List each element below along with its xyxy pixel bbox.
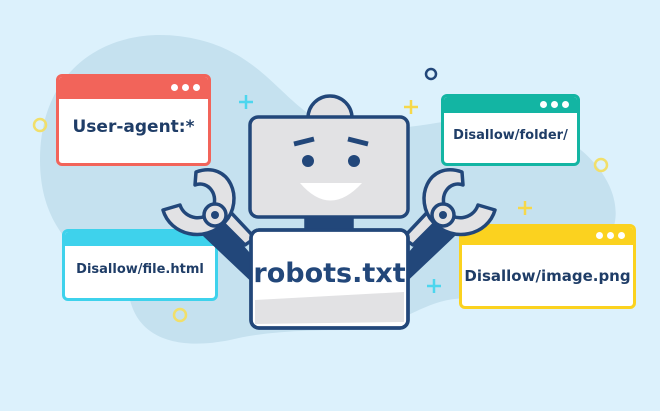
robot-face [293,136,369,201]
plus-icon [518,201,532,215]
card-titlebar [462,227,633,245]
card-text: Disallow/image.png [464,267,631,285]
card-titlebar [65,232,215,246]
circle-icon [593,157,609,173]
card-text: Disallow/file.html [76,262,204,277]
card-titlebar [444,97,577,113]
right-claw [422,168,497,237]
card-image: Disallow/image.png [459,224,636,309]
plus-icon [427,279,441,293]
left-claw [161,168,236,237]
plus-icon [239,95,253,109]
window-dots-icon [540,101,569,108]
card-text: Disallow/folder/ [453,128,568,143]
robot-antenna [306,94,354,120]
card-file: Disallow/file.html [62,229,218,301]
card-folder: Disallow/folder/ [441,94,580,166]
plus-icon [404,100,418,114]
robot-label: robots.txt [253,258,406,289]
robot-head [248,115,410,219]
card-user-agent: User-agent:* [56,74,211,166]
card-titlebar [59,77,208,99]
window-dots-icon [171,84,200,91]
window-dots-icon [596,232,625,239]
card-text: User-agent:* [72,117,195,137]
circle-icon [32,117,48,133]
circle-icon [172,307,188,323]
circle-icon [424,67,438,81]
